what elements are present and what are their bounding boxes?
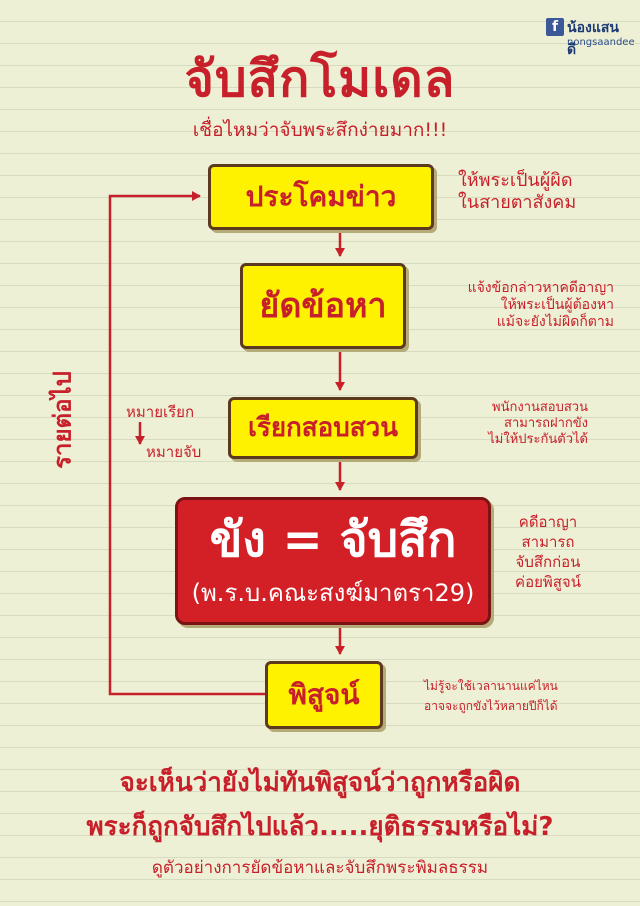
loop-back-line — [108, 191, 265, 696]
next-case-loop-label: รายต่อไป — [48, 371, 77, 469]
note-line: ค่อยพิสูจน์ — [515, 573, 581, 591]
step-summon-box: เรียกสอบสวน — [228, 397, 418, 459]
arrest-warrant-label: หมายจับ — [146, 443, 202, 461]
note-line: คดีอาญา — [518, 513, 578, 531]
step-publicize-box: ประโคมข่าว — [208, 164, 434, 230]
note-line: ในสายตาสังคม — [458, 192, 577, 213]
conclusion-line-2: พระก็ถูกจับสึกไปแล้ว.....ยุติธรรมหรือไม่… — [86, 812, 554, 842]
step-detain-label: ขัง = จับสึก — [209, 512, 457, 568]
note-line: ไม่ให้ประกันตัวได้ — [488, 432, 588, 447]
brand-url: nongsaandee — [567, 37, 635, 48]
conclusion-line-1: จะเห็นว่ายังไม่ทันพิสูจน์ว่าถูกหรือผิด — [119, 768, 521, 798]
step-prove-box: พิสูจน์ — [265, 661, 383, 729]
step-detain-box: ขัง = จับสึก (พ.ร.บ.คณะสงฆ์มาตรา29) — [175, 497, 491, 625]
step-detain-note: คดีอาญา สามารถ จับสึกก่อน ค่อยพิสูจน์ — [500, 512, 596, 592]
note-line: แม้จะยังไม่ผิดก็ตาม — [496, 314, 614, 330]
brand-logo: f น้องแสนดี nongsaandee — [546, 16, 635, 58]
page-title: จับสึกโมเดล — [184, 50, 456, 108]
note-line: ให้พระเป็นผู้ผิด — [458, 170, 573, 191]
step-charge-note: แจ้งข้อกล่าวหาคดีอาญา ให้พระเป็นผู้ต้องห… — [444, 280, 614, 331]
note-line: แจ้งข้อกล่าวหาคดีอาญา — [467, 280, 614, 296]
note-line: สามารถ — [521, 533, 575, 551]
step-detain-law: (พ.ร.บ.คณะสงฆ์มาตรา29) — [191, 579, 475, 607]
note-line: สามารถฝากขัง — [504, 416, 588, 431]
note-line: จับสึกก่อน — [515, 553, 581, 571]
facebook-icon: f — [546, 18, 564, 36]
summons-warrant-label: หมายเรียก — [126, 403, 195, 421]
step-charge-box: ยัดข้อหา — [240, 263, 406, 349]
note-line: พนักงานสอบสวน — [492, 400, 588, 415]
example-reference: ดูตัวอย่างการยัดข้อหาและจับสึกพระพิมลธรร… — [151, 858, 489, 878]
page-subtitle: เชื่อไหมว่าจับพระสึกง่ายมาก!!! — [192, 119, 448, 141]
step-publicize-note: ให้พระเป็นผู้ผิด ในสายตาสังคม — [458, 170, 576, 214]
note-line: ให้พระเป็นผู้ต้องหา — [500, 297, 614, 313]
note-line: ไม่รู้จะใช้เวลานานแค่ไหน — [424, 679, 558, 693]
brand-name: น้องแสนดี — [567, 20, 619, 58]
step-summon-note: พนักงานสอบสวน สามารถฝากขัง ไม่ให้ประกันต… — [438, 400, 588, 448]
note-line: อาจจะถูกขังไว้หลายปีก็ได้ — [424, 699, 558, 713]
step-prove-note: ไม่รู้จะใช้เวลานานแค่ไหน อาจจะถูกขังไว้ห… — [424, 676, 558, 716]
